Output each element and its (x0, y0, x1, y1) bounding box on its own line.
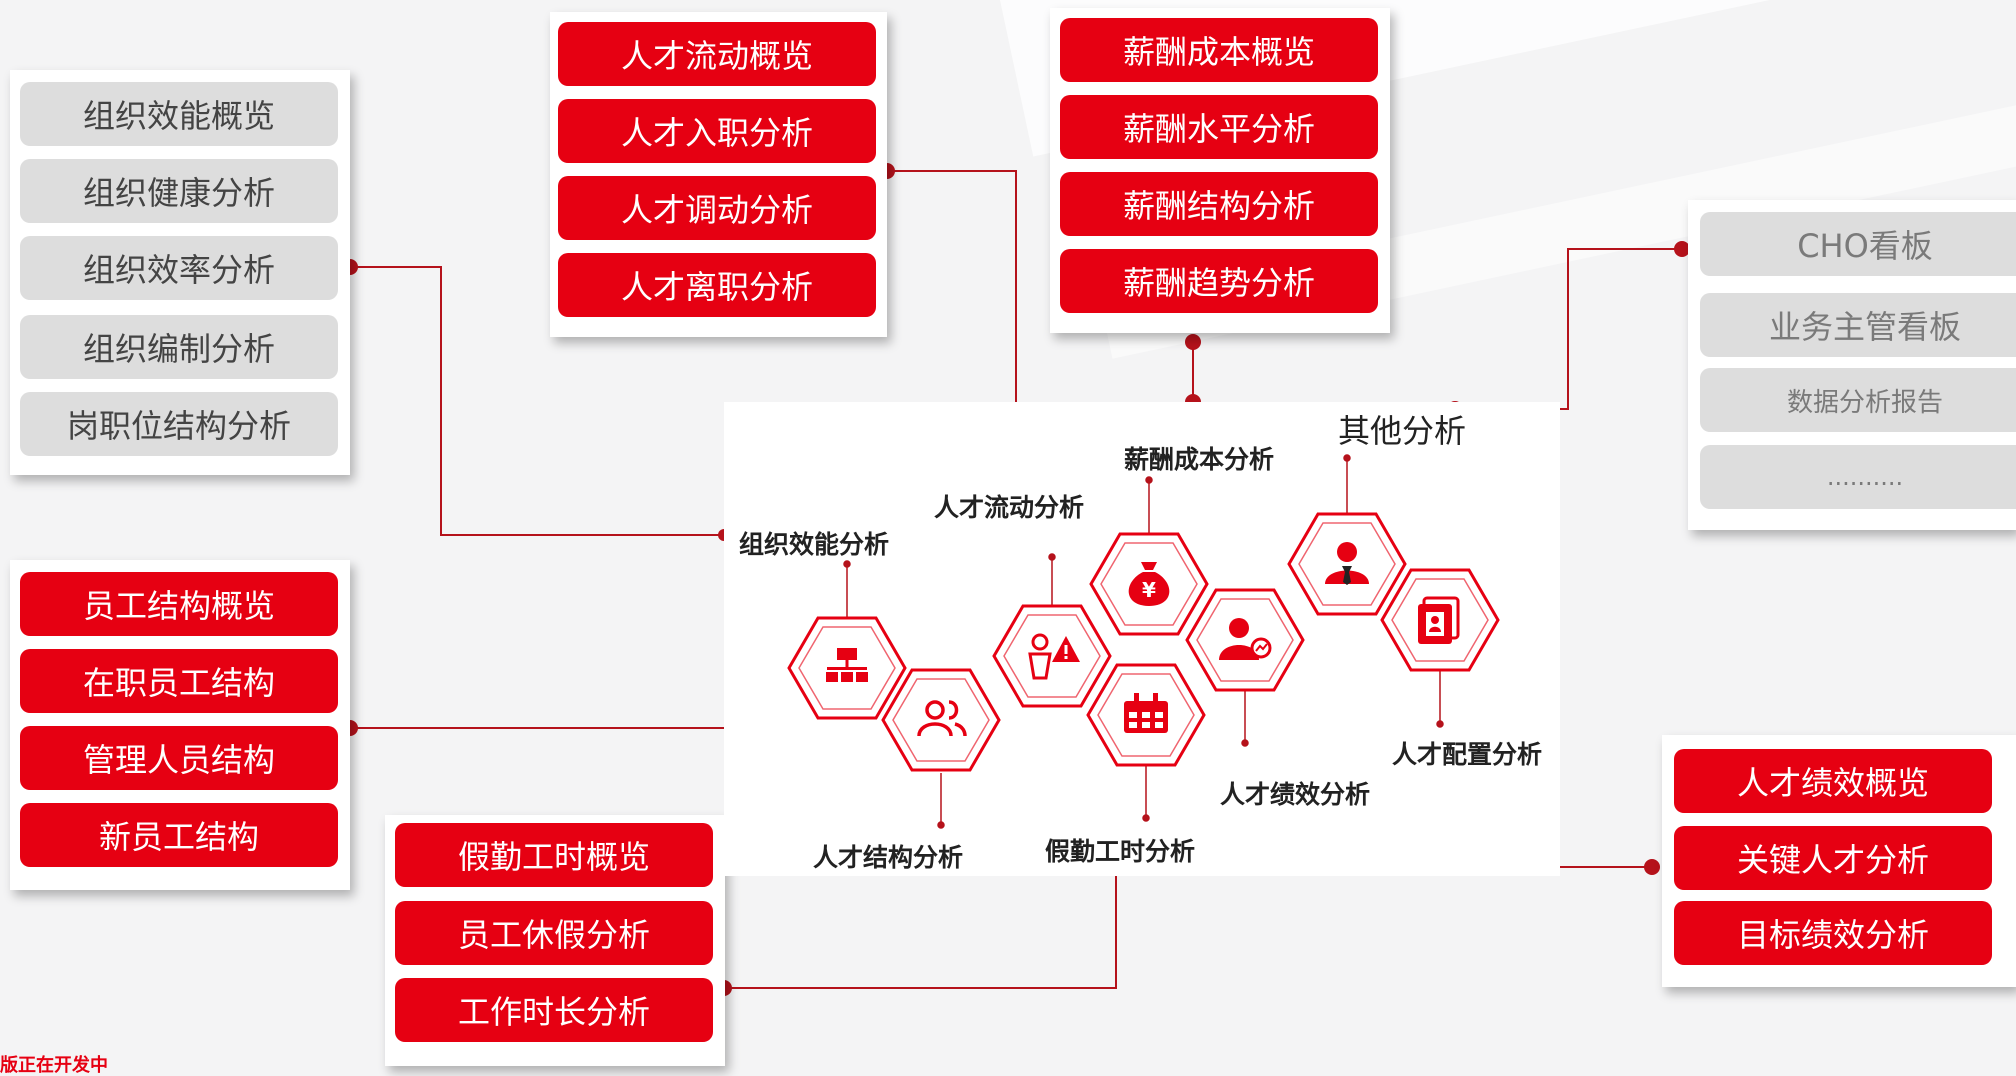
hex-label-leave-hours[interactable]: 假勤工时分析 (1045, 837, 1196, 866)
employee-leave-button[interactable]: 员工休假分析 (395, 901, 713, 965)
connector-dot (1185, 334, 1201, 350)
position-structure-button[interactable]: 岗职位结构分析 (20, 392, 338, 456)
person-chart-icon (1219, 618, 1272, 660)
hex-other-analysis (1287, 512, 1407, 616)
money-bag-icon: ¥ (1128, 562, 1170, 606)
calendar-icon (1124, 693, 1168, 733)
new-staff-structure-button[interactable]: 新员工结构 (20, 803, 338, 867)
connector-dot (1674, 241, 1690, 257)
talent-transfer-button[interactable]: 人才调动分析 (558, 176, 876, 240)
talent-flow-overview-button[interactable]: 人才流动概览 (558, 22, 876, 86)
connector-leave (724, 876, 1117, 989)
org-efficiency-button[interactable]: 组织效率分析 (20, 236, 338, 300)
management-structure-button[interactable]: 管理人员结构 (20, 726, 338, 790)
footnote-text: 版正在开发中 (0, 1055, 108, 1076)
manager-icon (1325, 542, 1369, 585)
org-efficiency-panel: 组织效能概览 组织健康分析 组织效率分析 组织编制分析 岗职位结构分析 (10, 70, 350, 475)
connector-dot (1644, 859, 1660, 875)
svg-text:¥: ¥ (1142, 578, 1156, 602)
more-button[interactable]: .......... (1700, 445, 2016, 509)
other-analysis-label: 其他分析 (1338, 412, 1467, 450)
leave-overview-button[interactable]: 假勤工时概览 (395, 823, 713, 887)
manager-dashboard-button[interactable]: 业务主管看板 (1700, 293, 2016, 357)
staff-structure-overview-button[interactable]: 员工结构概览 (20, 572, 338, 636)
hex-talent-structure (881, 668, 1001, 772)
hex-label-talent-allocation[interactable]: 人才配置分析 (1392, 740, 1543, 769)
performance-panel: 人才绩效概览 关键人才分析 目标绩效分析 (1662, 735, 2016, 987)
hex-talent-performance (1185, 588, 1305, 692)
hex-label-talent-flow[interactable]: 人才流动分析 (934, 493, 1085, 522)
connector-flow (887, 170, 1017, 402)
hex-label-talent-performance[interactable]: 人才绩效分析 (1220, 780, 1371, 809)
talent-resignation-button[interactable]: 人才离职分析 (558, 253, 876, 317)
salary-trend-button[interactable]: 薪酬趋势分析 (1060, 249, 1378, 313)
id-cards-icon (1418, 596, 1460, 644)
data-report-button[interactable]: 数据分析报告 (1700, 368, 2016, 432)
org-staffing-button[interactable]: 组织编制分析 (20, 315, 338, 379)
org-chart-icon (826, 648, 868, 682)
salary-level-button[interactable]: 薪酬水平分析 (1060, 95, 1378, 159)
work-hours-button[interactable]: 工作时长分析 (395, 978, 713, 1042)
hex-label-talent-structure[interactable]: 人才结构分析 (813, 843, 964, 872)
hex-label-salary-cost[interactable]: 薪酬成本分析 (1124, 445, 1275, 474)
salary-cost-overview-button[interactable]: 薪酬成本概览 (1060, 18, 1378, 82)
hex-label-org-efficiency[interactable]: 组织效能分析 (739, 530, 890, 559)
person-warning-icon (1028, 633, 1080, 680)
active-staff-structure-button[interactable]: 在职员工结构 (20, 649, 338, 713)
salary-panel: 薪酬成本概览 薪酬水平分析 薪酬结构分析 薪酬趋势分析 (1050, 8, 1390, 333)
salary-structure-button[interactable]: 薪酬结构分析 (1060, 172, 1378, 236)
staff-structure-panel: 员工结构概览 在职员工结构 管理人员结构 新员工结构 (10, 560, 350, 890)
other-analysis-panel: CHO看板 业务主管看板 数据分析报告 .......... (1688, 200, 2016, 530)
cho-dashboard-button[interactable]: CHO看板 (1700, 212, 2016, 276)
key-talent-button[interactable]: 关键人才分析 (1674, 826, 1992, 890)
connector-org (350, 266, 724, 536)
leave-hours-panel: 假勤工时概览 员工休假分析 工作时长分析 (385, 815, 725, 1066)
org-overview-button[interactable]: 组织效能概览 (20, 82, 338, 146)
talent-flow-panel: 人才流动概览 人才入职分析 人才调动分析 人才离职分析 (550, 12, 887, 337)
talent-onboarding-button[interactable]: 人才入职分析 (558, 99, 876, 163)
hex-talent-flow (992, 604, 1112, 708)
people-icon (917, 700, 967, 737)
org-health-button[interactable]: 组织健康分析 (20, 159, 338, 223)
target-performance-button[interactable]: 目标绩效分析 (1674, 901, 1992, 965)
performance-overview-button[interactable]: 人才绩效概览 (1674, 749, 1992, 813)
